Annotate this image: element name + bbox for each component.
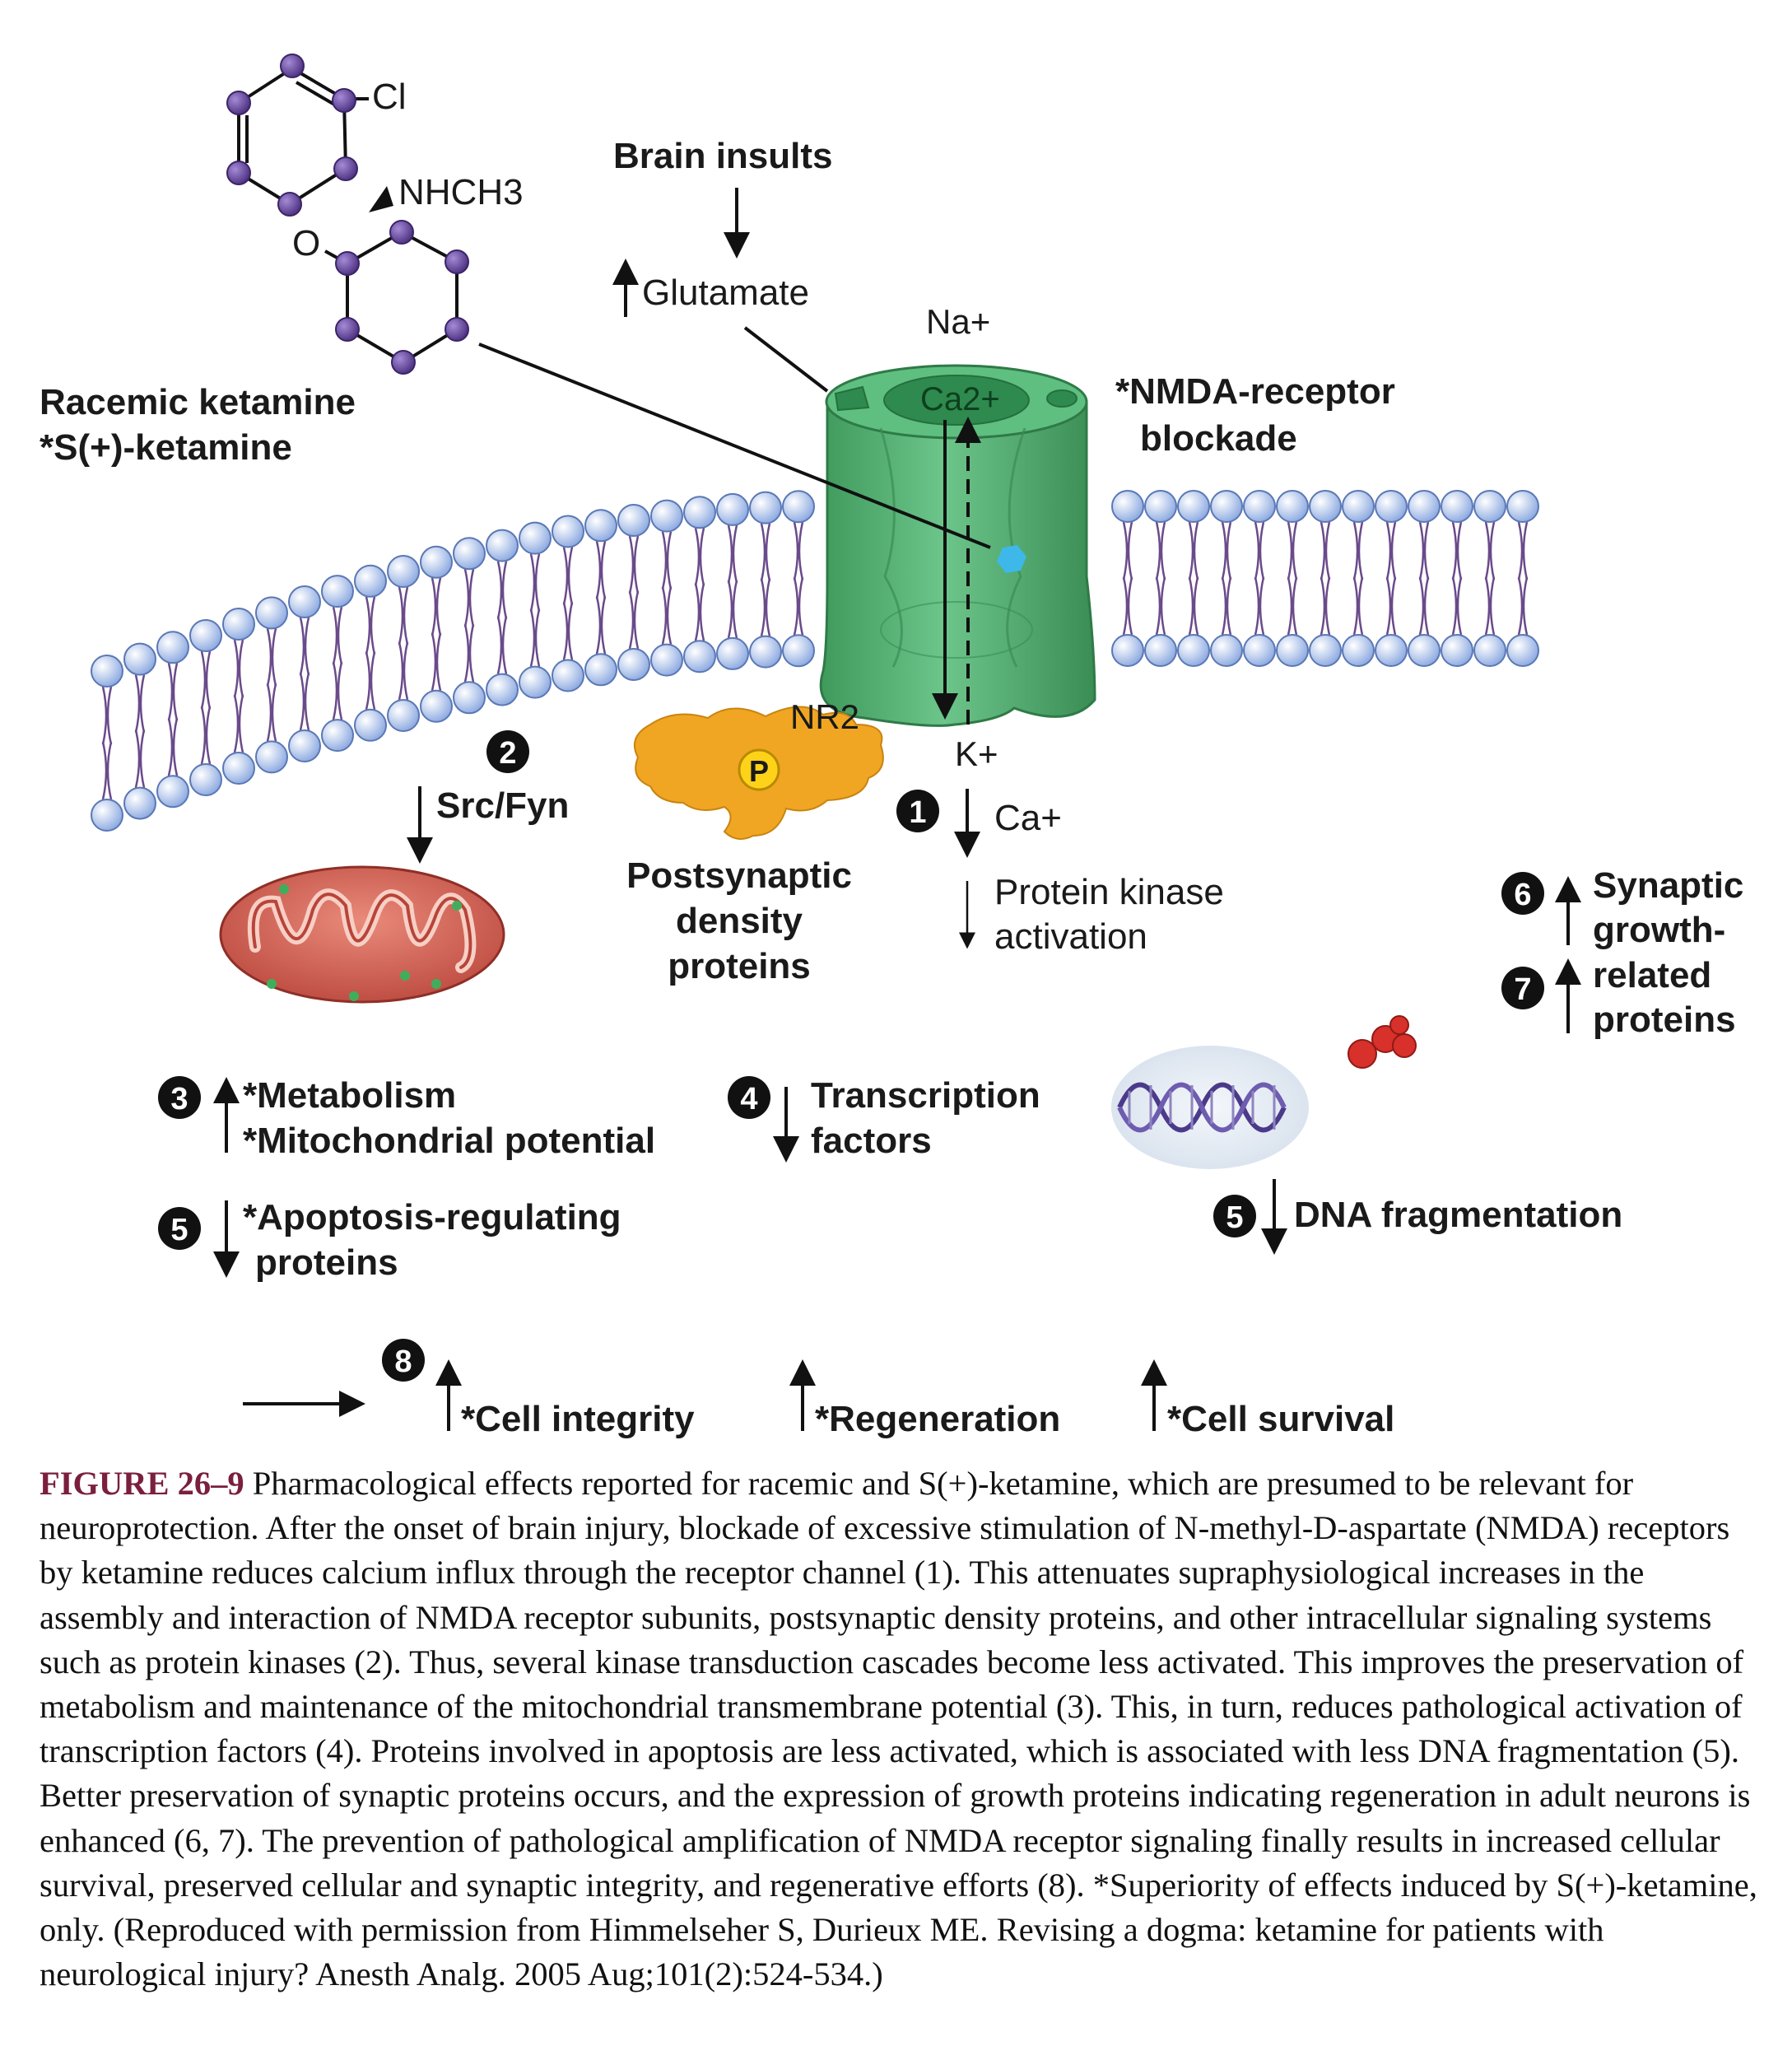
- protein-kinase-label-1: Protein kinase: [994, 872, 1224, 912]
- brain-insults-label: Brain insults: [613, 136, 833, 176]
- nmda-receptor: [819, 364, 1096, 727]
- caption-text: Pharmacological effects reported for rac…: [40, 1465, 1757, 1993]
- step-badge-5a: 5: [158, 1207, 201, 1250]
- step-badge-3: 3: [158, 1076, 201, 1119]
- synaptic-label-1: Synaptic: [1593, 865, 1743, 906]
- glutamate-binding-line: [743, 326, 829, 393]
- racemic-ketamine-label: Racemic ketamine: [40, 382, 356, 422]
- svg-text:4: 4: [740, 1082, 757, 1116]
- phosphate-label: P: [749, 754, 769, 788]
- step-badge-8: 8: [382, 1339, 425, 1382]
- cell-membrane: [91, 490, 1539, 832]
- oxygen-label: O: [292, 223, 320, 263]
- step-badges: 1 2 3 4 5 5 6 7 8: [158, 730, 1544, 1382]
- svg-text:7: 7: [1514, 972, 1531, 1007]
- svg-text:5: 5: [170, 1213, 188, 1247]
- calcium-label: Ca+: [994, 798, 1062, 838]
- regeneration-label: *Regeneration: [815, 1399, 1060, 1439]
- src-fyn-label: Src/Fyn: [436, 785, 569, 826]
- figure-caption: FIGURE 26–9 Pharmacological effects repo…: [40, 1461, 1760, 1997]
- glutamate-label: Glutamate: [642, 273, 809, 313]
- psd-label-3: proteins: [668, 946, 811, 986]
- cell-integrity-label: *Cell integrity: [461, 1399, 695, 1439]
- ketamine-neuroprotection-diagram: 1 2 3 4 5 5 6 7 8 Cl NHCH3 O Na+ Ca2+ K+…: [40, 54, 1743, 1439]
- nucleus-dna: [1111, 1046, 1309, 1169]
- synaptic-proteins: [1347, 1015, 1417, 1069]
- nhch3-label: NHCH3: [398, 172, 524, 212]
- nr2-label: NR2: [790, 697, 859, 736]
- svg-text:1: 1: [909, 795, 926, 830]
- metabolism-label: *Metabolism: [243, 1075, 456, 1116]
- synaptic-label-2: growth-: [1593, 910, 1725, 950]
- nmda-blockade-label-1: *NMDA-receptor: [1115, 371, 1395, 412]
- s-ketamine-label: *S(+)-ketamine: [40, 427, 292, 468]
- synaptic-label-3: related: [1593, 955, 1711, 995]
- postsynaptic-density-protein: [634, 706, 884, 840]
- sodium-label: Na+: [926, 302, 990, 341]
- transcription-label-2: factors: [811, 1121, 932, 1161]
- step-badge-7: 7: [1501, 967, 1544, 1009]
- apoptosis-label-2: proteins: [255, 1242, 398, 1283]
- step-badge-6: 6: [1501, 872, 1544, 915]
- potassium-label: K+: [955, 734, 998, 773]
- dna-fragmentation-label: DNA fragmentation: [1294, 1195, 1622, 1235]
- ketamine-binding-site: [997, 545, 1026, 573]
- synaptic-label-4: proteins: [1593, 1000, 1736, 1040]
- cell-survival-label: *Cell survival: [1167, 1399, 1394, 1439]
- svg-text:6: 6: [1514, 878, 1531, 912]
- nmda-blockade-label-2: blockade: [1140, 418, 1297, 459]
- calcium2-label: Ca2+: [920, 381, 1000, 417]
- svg-text:2: 2: [499, 736, 516, 771]
- apoptosis-label-1: *Apoptosis-regulating: [243, 1197, 621, 1237]
- figure-label: FIGURE 26–9: [40, 1465, 244, 1502]
- mitochondrial-potential-label: *Mitochondrial potential: [243, 1121, 655, 1161]
- svg-text:3: 3: [170, 1082, 188, 1116]
- ketamine-molecule: [226, 54, 991, 549]
- svg-text:5: 5: [1226, 1200, 1243, 1235]
- mitochondrion: [219, 865, 505, 1004]
- psd-label-2: density: [676, 901, 803, 941]
- svg-text:8: 8: [394, 1345, 412, 1379]
- transcription-label-1: Transcription: [811, 1075, 1040, 1116]
- chlorine-label: Cl: [372, 77, 407, 117]
- step-badge-2: 2: [486, 730, 529, 773]
- psd-label-1: Postsynaptic: [626, 855, 852, 896]
- step-badge-4: 4: [728, 1076, 770, 1119]
- step-badge-5b: 5: [1213, 1195, 1256, 1237]
- protein-kinase-label-2: activation: [994, 916, 1147, 957]
- step-badge-1: 1: [896, 790, 939, 832]
